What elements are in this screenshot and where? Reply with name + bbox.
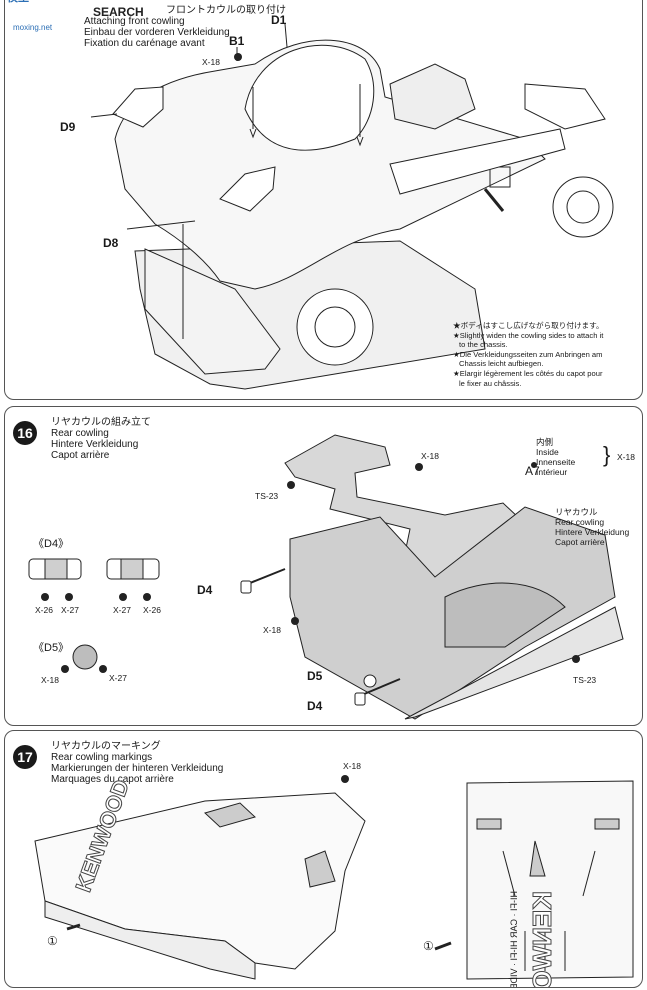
x18-step17: X-18: [343, 761, 361, 771]
x27-d5: X-27: [109, 673, 127, 683]
rear-cowling-markings-illustration: [34, 775, 634, 980]
x18-inside: X-18: [617, 452, 635, 462]
step-17-number: 17: [13, 745, 37, 769]
x27-a: X-27: [61, 605, 79, 615]
step-15-title: フロントカウルの取り付け Attaching front cowling Ein…: [84, 5, 286, 49]
step-16-panel: 16 リヤカウルの組み立て Rear cowling Hintere Verkl…: [4, 406, 643, 726]
x18-d5: X-18: [41, 675, 59, 685]
step-15-notes: ★ボディはすこし広げながら取り付けます。 ★Slightly widen the…: [453, 321, 604, 388]
step-16-title: リヤカウルの組み立て Rear cowling Hintere Verkleid…: [51, 417, 151, 461]
front-cowling-illustration: [90, 23, 614, 390]
label-b1: B1: [229, 34, 245, 48]
marker-right: ①: [423, 939, 434, 953]
inside-note: 内側 Inside Innenseite Intérieur: [536, 437, 576, 477]
rear-cowling-note: リヤカウル Rear cowling Hintere Verkleidung C…: [555, 507, 630, 547]
watermark-site: moxing.net: [13, 23, 53, 32]
step-17-panel: 17 リヤカウルのマーキング Rear cowling markings Mar…: [4, 730, 643, 988]
label-a7: A7: [525, 464, 540, 478]
label-d5: D5: [307, 669, 323, 683]
ts23-top: TS-23: [255, 491, 279, 501]
label-d9: D9: [60, 120, 76, 134]
label-d4-top: D4: [197, 583, 213, 597]
step-16-number: 16: [13, 421, 37, 445]
label-d1: D1: [271, 13, 287, 27]
x18-top: X-18: [421, 451, 439, 461]
x18-mid: X-18: [263, 625, 281, 635]
label-x18: X-18: [202, 57, 220, 67]
marker-left: ①: [47, 934, 58, 948]
step-15-panel: 模型 SEARCH moxing.net フロントカウルの取り付け Attach…: [4, 0, 643, 400]
d5-group-label: 《D5》: [33, 642, 70, 654]
x26-b: X-26: [143, 605, 161, 615]
d4-group-label: 《D4》: [33, 538, 70, 550]
label-d8: D8: [103, 236, 119, 250]
step-17-title: リヤカウルのマーキング Rear cowling markings Markie…: [51, 741, 224, 785]
inside-brace: }: [603, 442, 611, 467]
kenwood-logo-right: KENWOOD: [527, 891, 558, 988]
x26-a: X-26: [35, 605, 53, 615]
label-d4-bottom: D4: [307, 699, 323, 713]
x27-b: X-27: [113, 605, 131, 615]
ts23-bottom: TS-23: [573, 675, 597, 685]
watermark-header: SEARCH: [93, 5, 144, 19]
watermark-brand: 模型: [7, 0, 29, 5]
rear-cowling-illustration: [28, 434, 624, 720]
hifi-text-right: HI-FI · CAR HI-FI · VIDEO: [509, 891, 519, 988]
